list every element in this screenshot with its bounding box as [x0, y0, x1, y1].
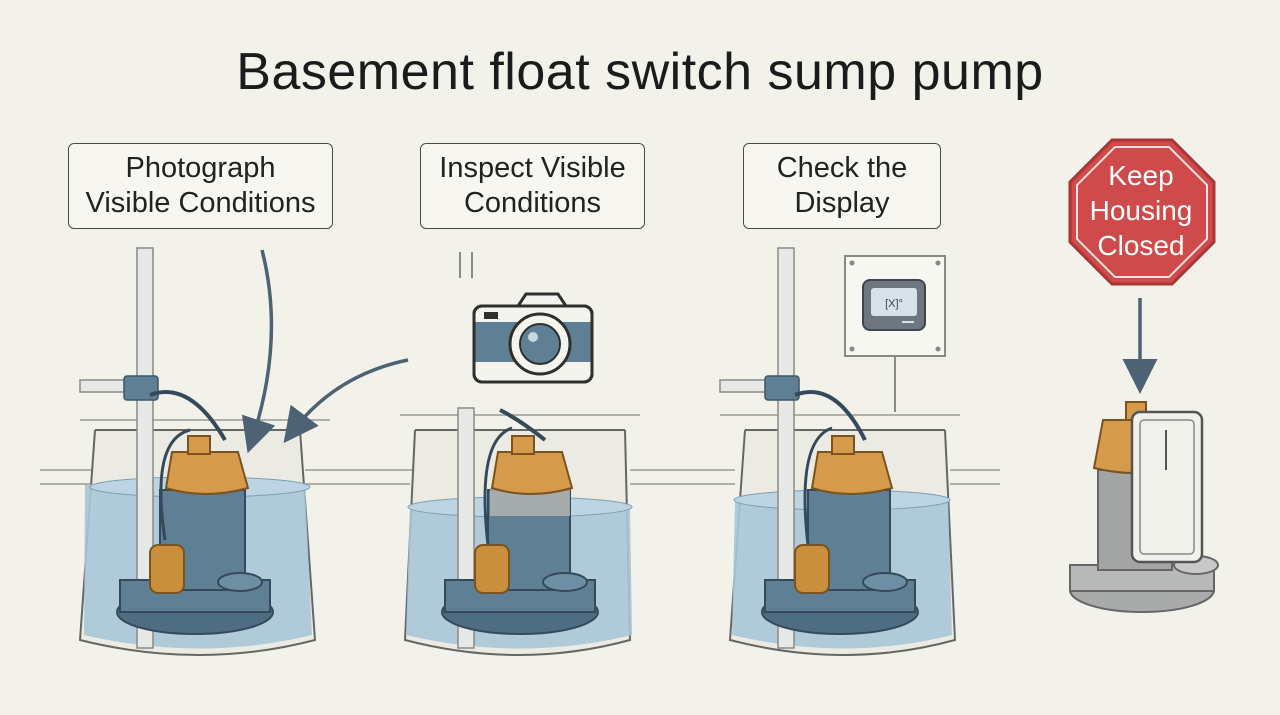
- pump-3: [761, 390, 919, 635]
- sealed-pump: [1069, 401, 1219, 613]
- float-switch-3: [794, 544, 830, 594]
- camera-icon: [472, 292, 594, 384]
- discharge-pipe-3: [719, 247, 800, 649]
- float-switch-2: [474, 544, 510, 594]
- page-title: Basement float switch sump pump: [236, 43, 1044, 101]
- step-label-inspect: Inspect Visible Conditions: [420, 143, 645, 229]
- discharge-pipe-1: [79, 247, 159, 649]
- control-display-icon: [X]°: [844, 255, 946, 412]
- stop-sign-icon: [1068, 138, 1216, 286]
- float-switch-1: [149, 544, 185, 594]
- stop-sign-label: Keep Housing Closed: [1089, 160, 1193, 261]
- arrows-icon: [241, 249, 409, 454]
- housing-cover: [1130, 410, 1204, 564]
- pump-2: [441, 408, 599, 635]
- pump-1: [116, 390, 274, 635]
- step-label-photograph: Photograph Visible Conditions: [68, 143, 333, 229]
- display-readout: [X]°: [885, 298, 903, 310]
- step-label-check-display: Check the Display: [743, 143, 941, 229]
